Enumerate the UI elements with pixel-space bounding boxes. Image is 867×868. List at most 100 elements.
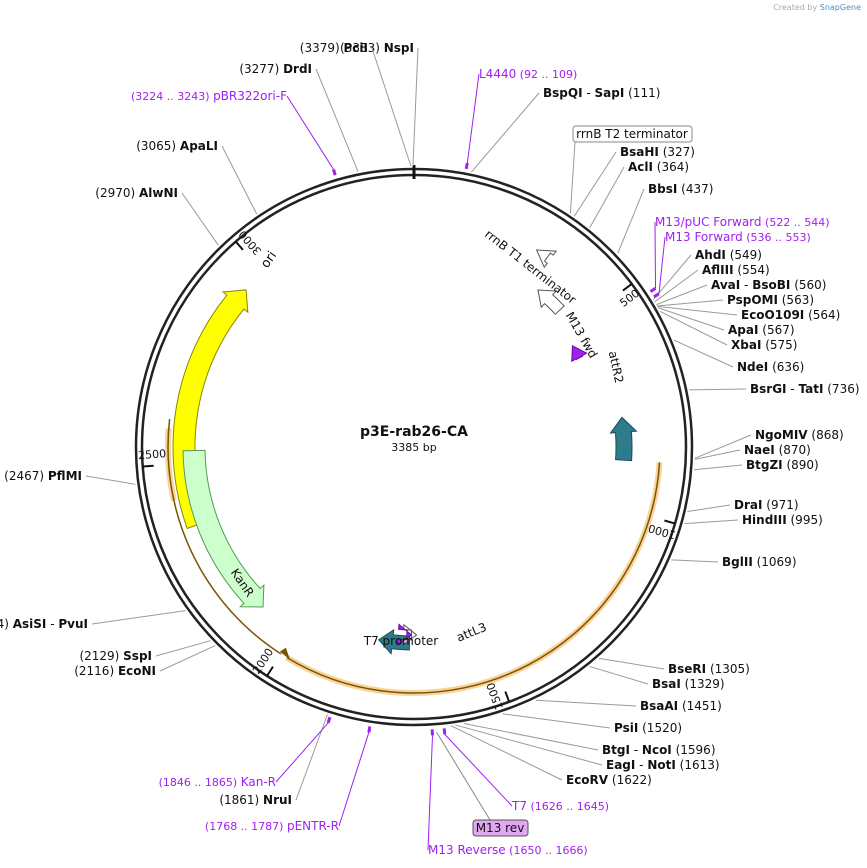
site-leader-bsahi — [573, 151, 617, 217]
site-leader-ecorv — [450, 725, 563, 781]
site-drdi: (3277) DrdI — [239, 62, 359, 172]
site-ahdi: AhdI (549) — [652, 248, 762, 301]
site-label-alwni: (2970) AlwNI — [95, 186, 178, 200]
tick-label-3000: 3000 — [236, 228, 264, 258]
plasmid-name: p3E-rab26-CA — [360, 424, 468, 440]
site-bsahi: BsaHI (327) — [573, 145, 695, 217]
primer-label-t7: T7 (1626 .. 1645) — [511, 799, 609, 813]
primer-leader-pentr-r — [338, 732, 370, 827]
site-nspi: (3383) NspI — [340, 41, 419, 167]
site-label-afliii: AflIII (554) — [702, 263, 770, 277]
orange-highlight-arc — [285, 462, 663, 696]
site-sspi: (2129) SspI — [79, 640, 211, 663]
site-label-pflmi: (2467) PflMI — [4, 469, 82, 483]
m13-rev-box-label: M13 rev — [476, 821, 525, 835]
site-labels: (3383) NspI(3379) PciI(3277) DrdI (3065) … — [0, 41, 860, 857]
site-psii: PsiI (1520) — [502, 713, 682, 735]
site-ecoo109i: EcoO109I (564) — [657, 305, 840, 322]
site-leader-bsaai — [535, 699, 637, 707]
tick-3000 — [234, 240, 244, 251]
primer-mark-m13-puc-forward — [649, 287, 657, 293]
site-pcii: (3379) PciI — [300, 41, 412, 167]
site-leader-drdi — [315, 68, 359, 172]
tick-2000 — [266, 666, 274, 677]
primer-label-kan-r: (1846 .. 1865) Kan-R — [159, 775, 276, 789]
site-leader-apai — [657, 307, 725, 331]
site-leader-afliii — [654, 269, 699, 303]
site-label-asisi: (2204) AsiSI - PvuI — [0, 617, 88, 631]
primer-pbr322ori-f: (3224 .. 3243) pBR322ori-F — [131, 89, 337, 176]
site-btgi: BtgI - NcoI (1596) — [463, 723, 716, 757]
site-ndei: NdeI (636) — [673, 339, 804, 374]
tick-500 — [622, 283, 633, 292]
site-btgzi: BtgZI (890) — [694, 458, 819, 472]
primer-leader-m13-reverse — [427, 735, 433, 851]
site-ecorv: EcoRV (1622) — [450, 725, 652, 787]
site-leader-avai — [656, 284, 708, 306]
primer-label-m13-puc-forward: M13/pUC Forward (522 .. 544) — [655, 215, 830, 229]
tick-label-1000: 1000 — [647, 521, 678, 541]
site-label-bspqi: BspQI - SapI (111) — [543, 86, 660, 100]
site-leader-bglii — [671, 559, 719, 563]
site-label-bsai: BsaI (1329) — [652, 677, 725, 691]
site-label-bsaai: BsaAI (1451) — [640, 699, 722, 713]
site-bspqi: BspQI - SapI (111) — [471, 86, 660, 173]
site-leader-bspqi — [471, 92, 540, 173]
site-asisi: (2204) AsiSI - PvuI — [0, 610, 186, 631]
site-econi: (2116) EcoNI — [74, 645, 216, 678]
site-label-bseri: BseRI (1305) — [668, 662, 750, 676]
site-label-ngomiv: NgoMIV (868) — [755, 428, 844, 442]
primer-leader-kan-r — [275, 722, 329, 783]
site-afliii: AflIII (554) — [654, 263, 770, 303]
primer-label-pentr-r: (1768 .. 1787) pENTR-R — [205, 819, 339, 833]
backbone-ring — [134, 165, 694, 727]
tick-2500 — [142, 464, 154, 468]
m13-rev-box-rect — [472, 819, 529, 837]
feature-label-t7prom: T7 promoter — [363, 634, 439, 648]
site-leader-bsrgi — [689, 388, 747, 391]
site-label-naei: NaeI (870) — [744, 443, 811, 457]
site-label-apali: (3065) ApaLI — [136, 139, 218, 153]
primer-mark-pbr322ori-f — [332, 169, 337, 176]
primer-mark-m13-forward — [653, 292, 660, 299]
feature-attl3 — [377, 628, 411, 655]
primer-mark-kan-r — [326, 716, 332, 724]
site-label-eagi: EagI - NotI (1613) — [606, 758, 720, 772]
feature-t7-promoter-inner — [396, 623, 413, 646]
site-leader-ngomiv — [694, 434, 752, 459]
plasmid-length: 3385 bp — [391, 441, 436, 454]
tick-label-1500: 1500 — [484, 681, 506, 712]
feature-label-rrnb_t1: rrnB T1 terminator — [482, 227, 579, 307]
site-leader-bseri — [599, 657, 665, 670]
feature-label-rrnb-t2: rrnB T2 terminator — [576, 127, 688, 141]
primer-m13-reverse: M13 Reverse (1650 .. 1666) — [427, 729, 588, 857]
site-label-bbsi: BbsI (437) — [648, 182, 713, 196]
site-label-btgi: BtgI - NcoI (1596) — [602, 743, 716, 757]
site-leader-naei — [694, 449, 741, 460]
site-bsai: BsaI (1329) — [589, 665, 725, 691]
site-label-apai: ApaI (567) — [728, 323, 795, 337]
tick-label-500: 500 — [617, 287, 642, 310]
site-leader-psii — [502, 713, 611, 729]
primer-pentr-r: (1768 .. 1787) pENTR-R — [205, 726, 372, 833]
site-bsaai: BsaAI (1451) — [535, 699, 722, 713]
primer-m13-puc-forward: M13/pUC Forward (522 .. 544) — [649, 215, 830, 293]
site-label-ahdi: AhdI (549) — [695, 248, 762, 262]
site-leader-acli — [589, 166, 625, 228]
site-leader-pflmi — [85, 475, 136, 485]
site-leader-eagi — [455, 724, 603, 766]
feature-attr2 — [609, 416, 638, 462]
site-leader-drai — [687, 504, 731, 512]
site-leader-apali — [221, 145, 258, 215]
rrnb-t2-box — [572, 125, 693, 143]
primer-label-m13-forward: M13 Forward (536 .. 553) — [665, 230, 811, 244]
primer-leader-m13-puc-forward — [654, 221, 657, 289]
primer-leader-m13-forward — [658, 236, 666, 294]
site-pflmi: (2467) PflMI — [4, 469, 136, 485]
site-bseri: BseRI (1305) — [599, 657, 750, 676]
site-leader-btgi — [463, 723, 599, 751]
snapgene-logo-text: SnapGene — [819, 3, 861, 12]
rrnb-t2-label-box: rrnB T2 terminator — [572, 125, 693, 143]
orange-arc-arrowhead — [279, 647, 290, 660]
site-label-econi: (2116) EcoNI — [74, 664, 156, 678]
